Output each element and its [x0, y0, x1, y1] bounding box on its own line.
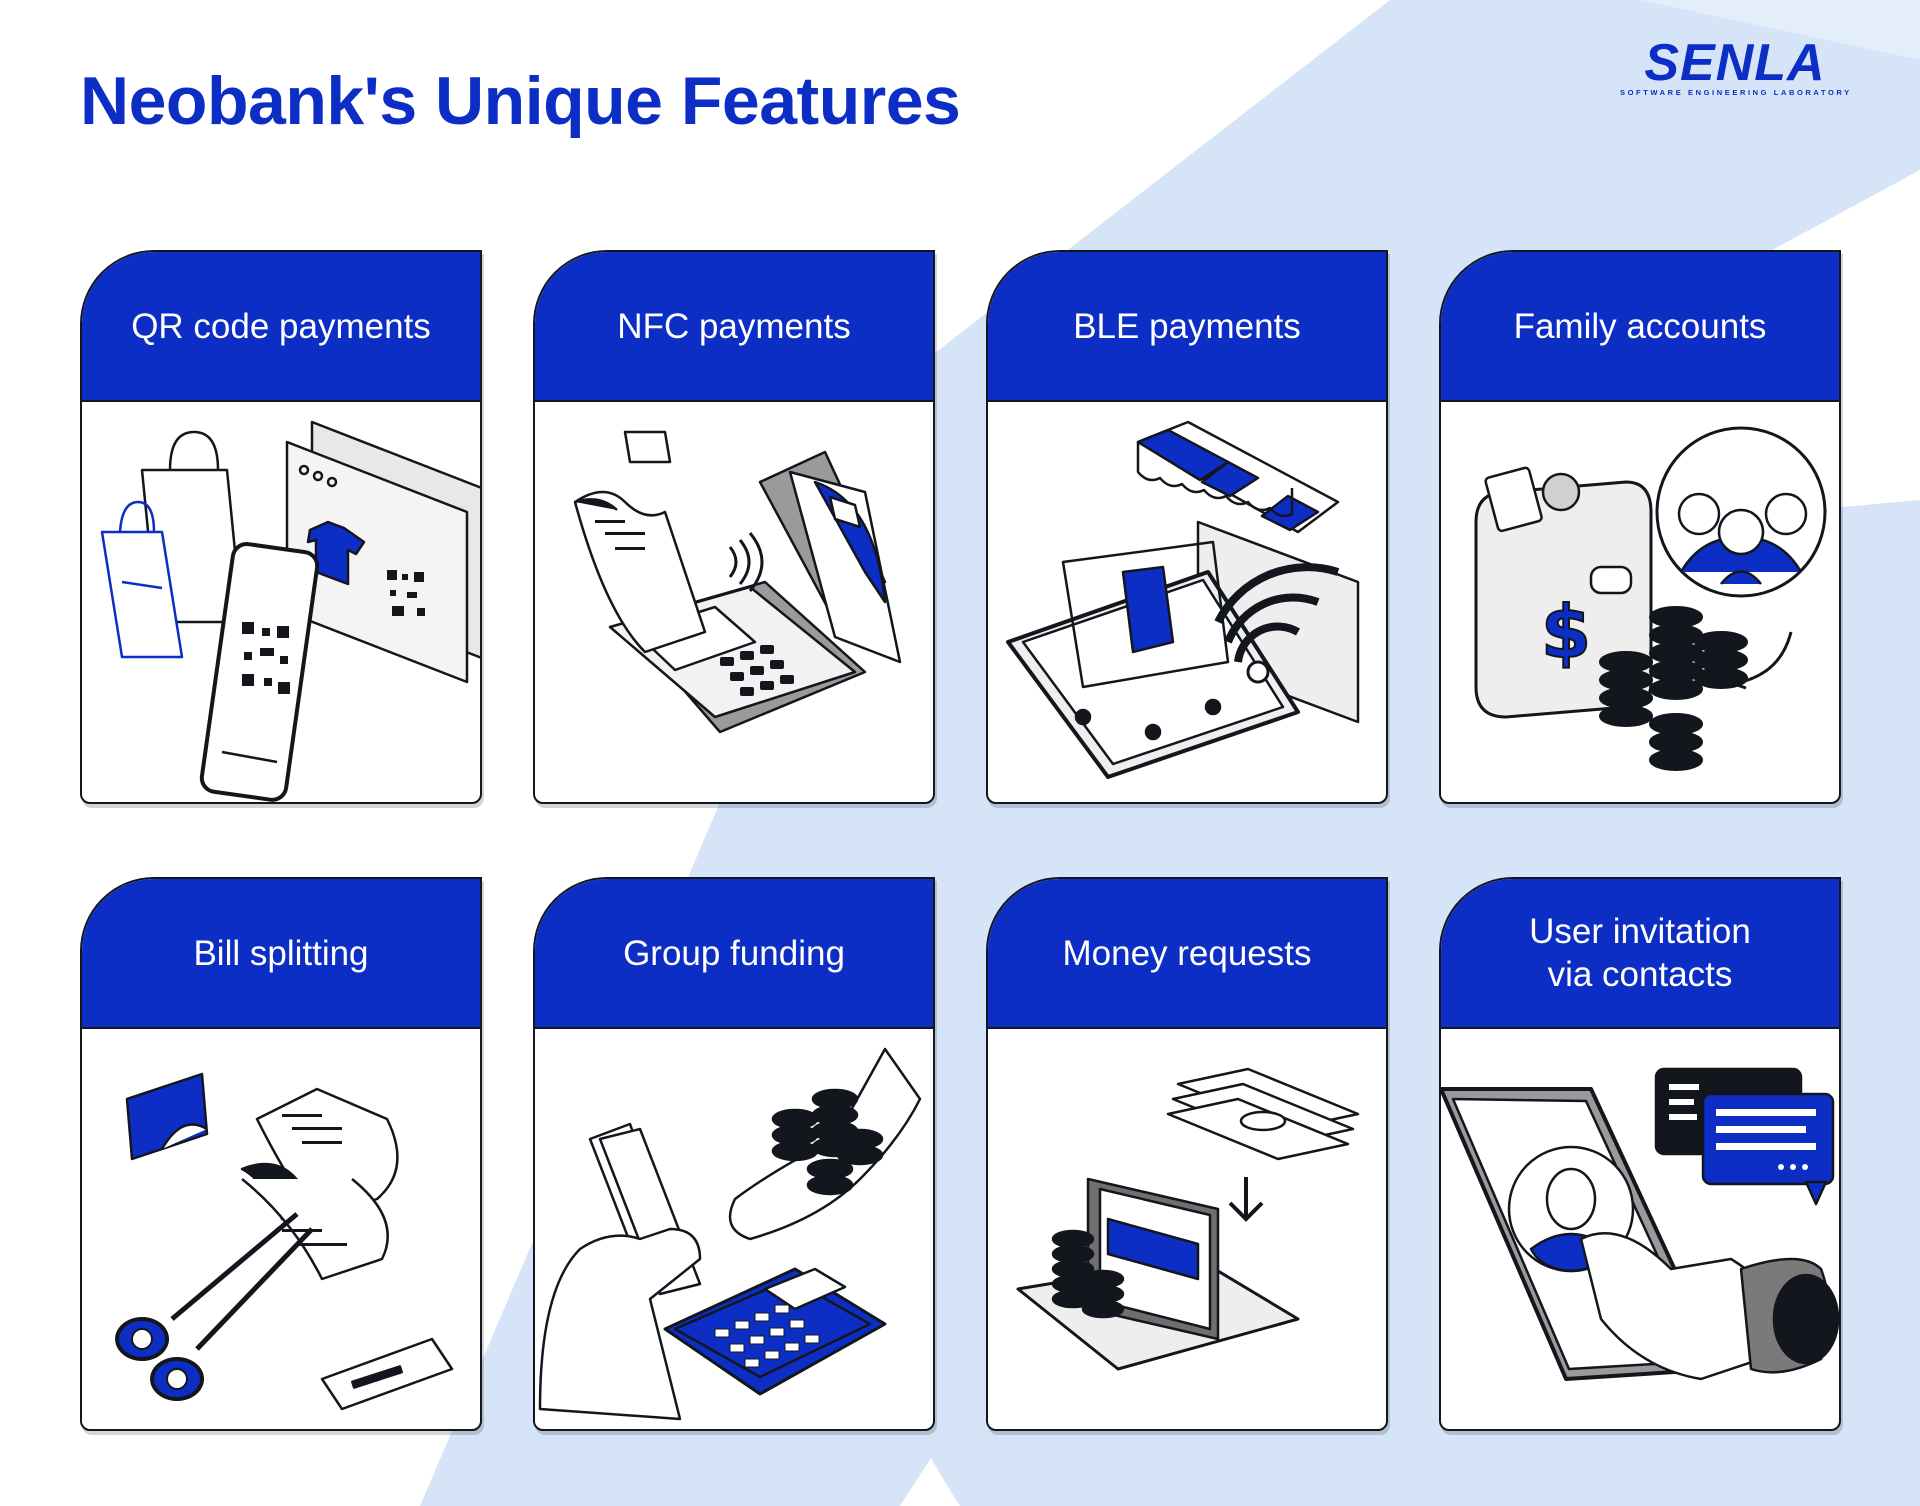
ble-store-cart-icon: [1006, 420, 1360, 779]
feature-card-bill-splitting: Bill splitting: [80, 877, 482, 1431]
page-title: Neobank's Unique Features: [80, 63, 961, 139]
card-header: QR code payments: [82, 252, 480, 402]
card-illustration: [535, 1029, 933, 1429]
card-illustration: [988, 402, 1386, 802]
card-header: Group funding: [535, 879, 933, 1029]
card-header: Family accounts: [1441, 252, 1839, 402]
card-illustration: [1441, 1029, 1839, 1429]
card-header: Bill splitting: [82, 879, 480, 1029]
card-label: QR code payments: [131, 306, 431, 346]
card-header: NFC payments: [535, 252, 933, 402]
feature-card-qr-code-payments: QR code payments: [80, 250, 482, 804]
feature-card-ble-payments: BLE payments: [986, 250, 1388, 804]
laptop-money-request-icon: [1016, 1067, 1360, 1371]
card-header: User invitation via contacts: [1441, 879, 1839, 1029]
card-label: BLE payments: [1073, 306, 1301, 346]
feature-card-user-invitation-via-contacts: User invitation via contacts: [1439, 877, 1841, 1431]
svg-text:$: $: [1541, 590, 1591, 674]
nfc-terminal-icon: [573, 430, 902, 734]
card-label: User invitation via contacts: [1529, 912, 1751, 994]
card-label: Family accounts: [1513, 306, 1767, 346]
feature-card-family-accounts: Family accounts $: [1439, 250, 1841, 804]
phone-contacts-chat-icon: [1441, 1067, 1839, 1381]
card-illustration: [988, 1029, 1386, 1429]
card-illustration: $: [1441, 402, 1839, 802]
feature-card-nfc-payments: NFC payments: [533, 250, 935, 804]
card-illustration: [535, 402, 933, 802]
senla-logo: SENLA SOFTWARE ENGINEERING LABORATORY: [1620, 34, 1852, 98]
card-label: NFC payments: [617, 306, 851, 346]
card-illustration: [82, 1029, 480, 1429]
card-label: Bill splitting: [193, 933, 369, 973]
card-label: Group funding: [623, 933, 845, 973]
cash-coins-calculator-icon: [538, 1047, 922, 1421]
card-label: Money requests: [1062, 933, 1312, 973]
card-header: BLE payments: [988, 252, 1386, 402]
qr-code-payment-icon: [100, 420, 480, 802]
feature-card-group-funding: Group funding: [533, 877, 935, 1431]
logo-subtitle: SOFTWARE ENGINEERING LABORATORY: [1620, 88, 1852, 97]
scissors-receipt-icon: [115, 1072, 454, 1411]
card-header: Money requests: [988, 879, 1386, 1029]
card-illustration: [82, 402, 480, 802]
feature-card-money-requests: Money requests: [986, 877, 1388, 1431]
family-wallet-icon: $: [1474, 426, 1827, 771]
logo-wordmark: SENLA: [1644, 34, 1826, 92]
